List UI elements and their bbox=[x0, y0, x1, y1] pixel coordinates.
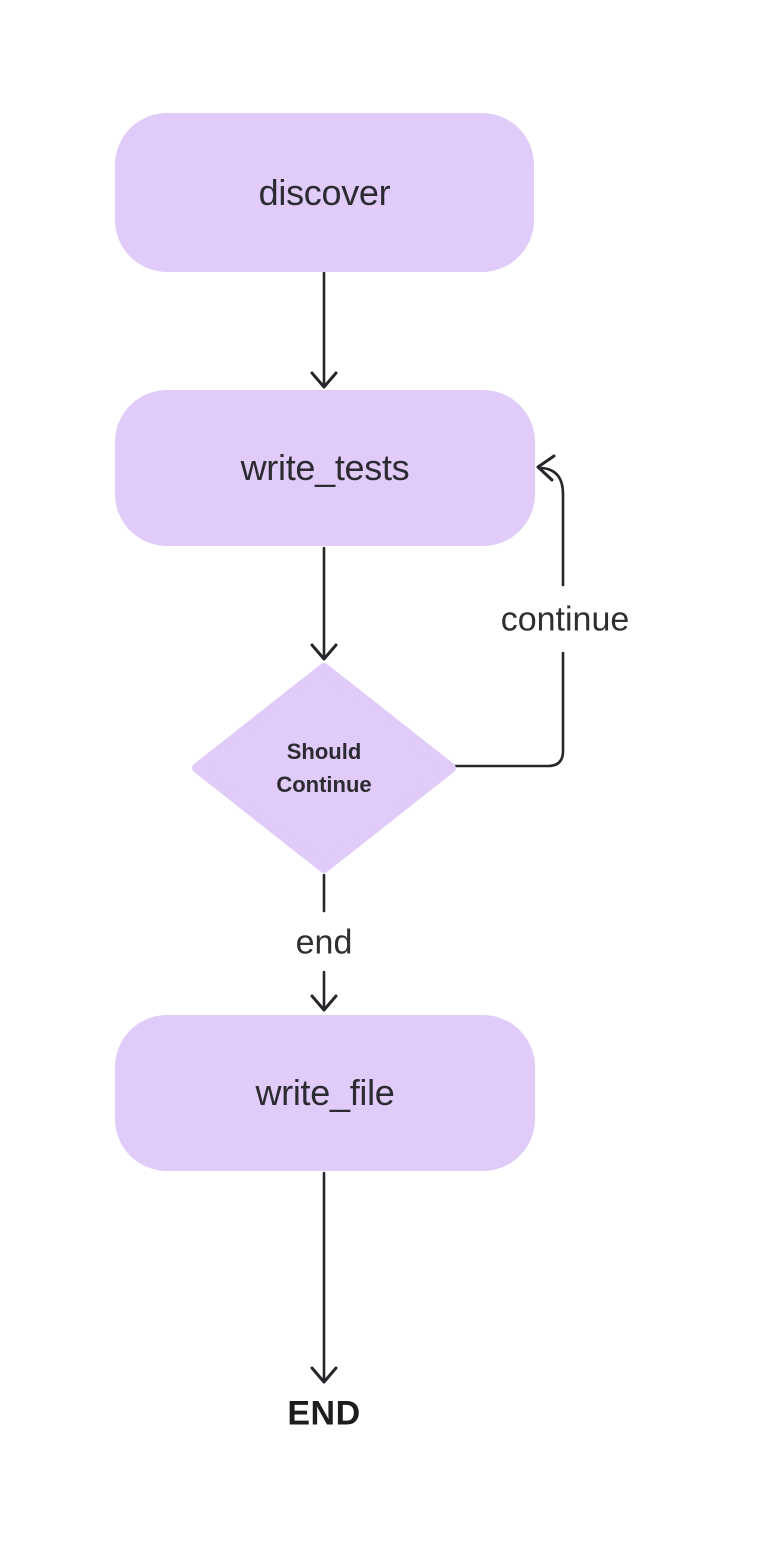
arrowhead-into-decision bbox=[310, 643, 338, 661]
edge-continue-loop-upper bbox=[540, 466, 565, 587]
node-discover[interactable]: discover bbox=[115, 113, 534, 272]
edge-continue-loop-lower bbox=[452, 651, 565, 768]
node-decision-label: Should Continue bbox=[276, 735, 371, 801]
node-decision-label-line2: Continue bbox=[276, 772, 372, 797]
node-decision-shape[interactable] bbox=[192, 663, 456, 873]
node-discover-label: discover bbox=[258, 171, 391, 213]
arrowhead-into-write-tests bbox=[310, 371, 338, 389]
end-terminal-label: END bbox=[287, 1394, 361, 1433]
arrowhead-into-end-terminal bbox=[310, 1366, 338, 1384]
arrowhead-into-write-file bbox=[310, 994, 338, 1012]
edge-label-end: end bbox=[291, 923, 357, 963]
node-write-file-label: write_file bbox=[255, 1072, 395, 1113]
node-write-tests-label: write_tests bbox=[240, 447, 410, 488]
node-write-file[interactable]: write_file bbox=[115, 1015, 535, 1171]
node-decision-label-line1: Should bbox=[286, 739, 362, 764]
arrowhead-continue-into-write-tests bbox=[536, 454, 556, 482]
node-write-tests[interactable]: write_tests bbox=[115, 390, 535, 546]
edge-label-continue: continue bbox=[496, 600, 634, 640]
